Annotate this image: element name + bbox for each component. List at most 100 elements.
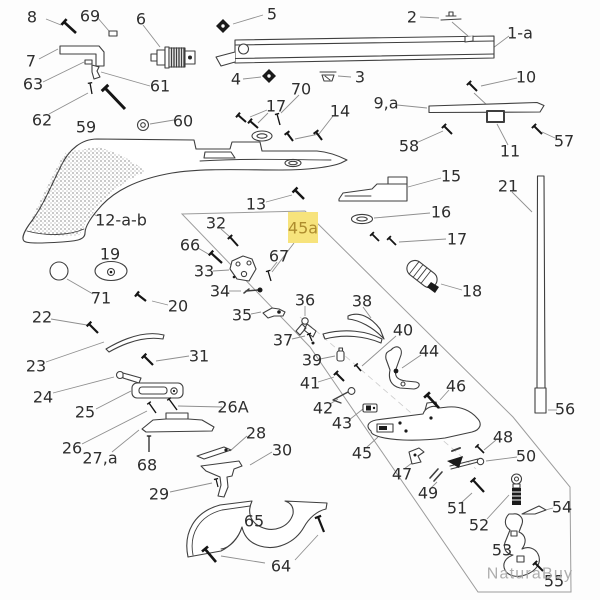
leader-line bbox=[396, 104, 428, 109]
part-disc-19 bbox=[94, 260, 128, 282]
leader-line bbox=[95, 390, 132, 410]
part-label-21: 21 bbox=[498, 177, 518, 196]
part-label-36: 36 bbox=[295, 291, 315, 310]
part-screw bbox=[284, 130, 294, 142]
part-label-23: 23 bbox=[26, 357, 46, 376]
part-bell-crank-36 bbox=[295, 317, 317, 345]
part-label-5: 5 bbox=[267, 5, 277, 24]
part-pins-49 bbox=[429, 468, 443, 482]
leader-line bbox=[81, 410, 148, 445]
part-label-51: 51 bbox=[447, 499, 467, 518]
assembly-axis-line bbox=[299, 316, 477, 470]
part-label-47: 47 bbox=[392, 465, 412, 484]
leader-line bbox=[149, 119, 175, 125]
leader-line bbox=[485, 456, 518, 462]
part-label-67: 67 bbox=[269, 247, 289, 266]
grip-stipple bbox=[29, 147, 145, 236]
part-screw bbox=[531, 123, 543, 135]
part-label-12-a-b: 12-a-b bbox=[95, 211, 147, 230]
part-screw bbox=[386, 235, 397, 246]
part-label-61: 61 bbox=[150, 77, 170, 96]
part-link-50 bbox=[447, 447, 485, 470]
leader-line bbox=[511, 191, 533, 213]
part-label-46: 46 bbox=[446, 377, 466, 396]
leader-line bbox=[232, 14, 264, 25]
leader-line bbox=[451, 21, 469, 37]
leader-line bbox=[361, 335, 397, 367]
leader-line bbox=[486, 494, 510, 520]
part-screw bbox=[235, 112, 247, 123]
leader-line bbox=[229, 435, 248, 452]
leader-line bbox=[265, 194, 293, 203]
part-label-48: 48 bbox=[493, 428, 513, 447]
part-screw bbox=[333, 370, 345, 382]
part-washer-60 bbox=[136, 118, 150, 132]
leader-line bbox=[329, 398, 339, 405]
part-label-49: 49 bbox=[418, 484, 438, 503]
part-label-7: 7 bbox=[26, 52, 36, 71]
part-label-64: 64 bbox=[271, 557, 291, 576]
part-pin-24 bbox=[115, 370, 142, 384]
part-label-44: 44 bbox=[419, 342, 439, 361]
part-screw bbox=[274, 112, 281, 126]
part-label-20: 20 bbox=[168, 297, 188, 316]
leader-line bbox=[403, 462, 413, 470]
leader-line bbox=[197, 247, 211, 256]
leader-line bbox=[212, 269, 230, 272]
part-label-55: 55 bbox=[544, 572, 564, 591]
part-label-19: 19 bbox=[100, 245, 120, 264]
part-label-16: 16 bbox=[431, 203, 451, 222]
part-label-18: 18 bbox=[462, 282, 482, 301]
leader-line bbox=[45, 341, 105, 363]
leader-line bbox=[291, 335, 306, 340]
part-label-41: 41 bbox=[300, 374, 320, 393]
leader-line bbox=[48, 92, 89, 115]
part-label-9a: 9,a bbox=[373, 94, 398, 113]
part-label-71: 71 bbox=[91, 289, 111, 308]
part-screw bbox=[314, 514, 326, 533]
leader-line bbox=[52, 376, 115, 394]
part-screw bbox=[134, 290, 147, 302]
part-block-11 bbox=[486, 110, 505, 123]
part-label-6: 6 bbox=[136, 10, 146, 29]
part-screw bbox=[313, 129, 323, 141]
part-label-65: 65 bbox=[244, 512, 264, 531]
part-sideplate-45 bbox=[367, 401, 481, 441]
part-screw bbox=[201, 545, 217, 563]
leader-line bbox=[96, 16, 110, 32]
leader-line bbox=[294, 534, 319, 561]
part-label-8: 8 bbox=[27, 8, 37, 27]
part-label-68: 68 bbox=[137, 456, 157, 475]
part-sight-rail bbox=[428, 101, 545, 114]
highlighted-label-45a: 45a bbox=[288, 212, 318, 243]
part-catch-47 bbox=[408, 447, 425, 465]
part-screw bbox=[85, 320, 99, 334]
part-label-56: 56 bbox=[555, 400, 575, 419]
part-plunger-39 bbox=[336, 347, 345, 362]
part-diamond-nut-5 bbox=[216, 19, 230, 33]
part-label-26A: 26A bbox=[217, 398, 248, 417]
part-barrel bbox=[215, 35, 495, 67]
leader-line bbox=[155, 355, 190, 362]
leader-line bbox=[483, 439, 497, 451]
part-label-31: 31 bbox=[189, 347, 209, 366]
screws-and-pins bbox=[60, 18, 544, 572]
leader-line bbox=[111, 429, 140, 453]
part-label-35: 35 bbox=[232, 306, 252, 325]
leader-line bbox=[271, 242, 295, 273]
leader-line bbox=[496, 123, 509, 146]
part-spring-blade-23 bbox=[105, 333, 165, 353]
part-label-39: 39 bbox=[302, 351, 322, 370]
leader-line bbox=[401, 354, 422, 369]
leader-line bbox=[151, 300, 169, 306]
part-screw bbox=[60, 18, 77, 34]
leader-line bbox=[66, 278, 94, 295]
part-plate-63 bbox=[84, 59, 93, 65]
part-label-3: 3 bbox=[355, 68, 365, 87]
part-screw bbox=[532, 560, 544, 572]
part-label-38: 38 bbox=[352, 292, 372, 311]
leader-line bbox=[348, 408, 364, 421]
part-label-34: 34 bbox=[210, 282, 230, 301]
leader-line bbox=[142, 24, 161, 48]
